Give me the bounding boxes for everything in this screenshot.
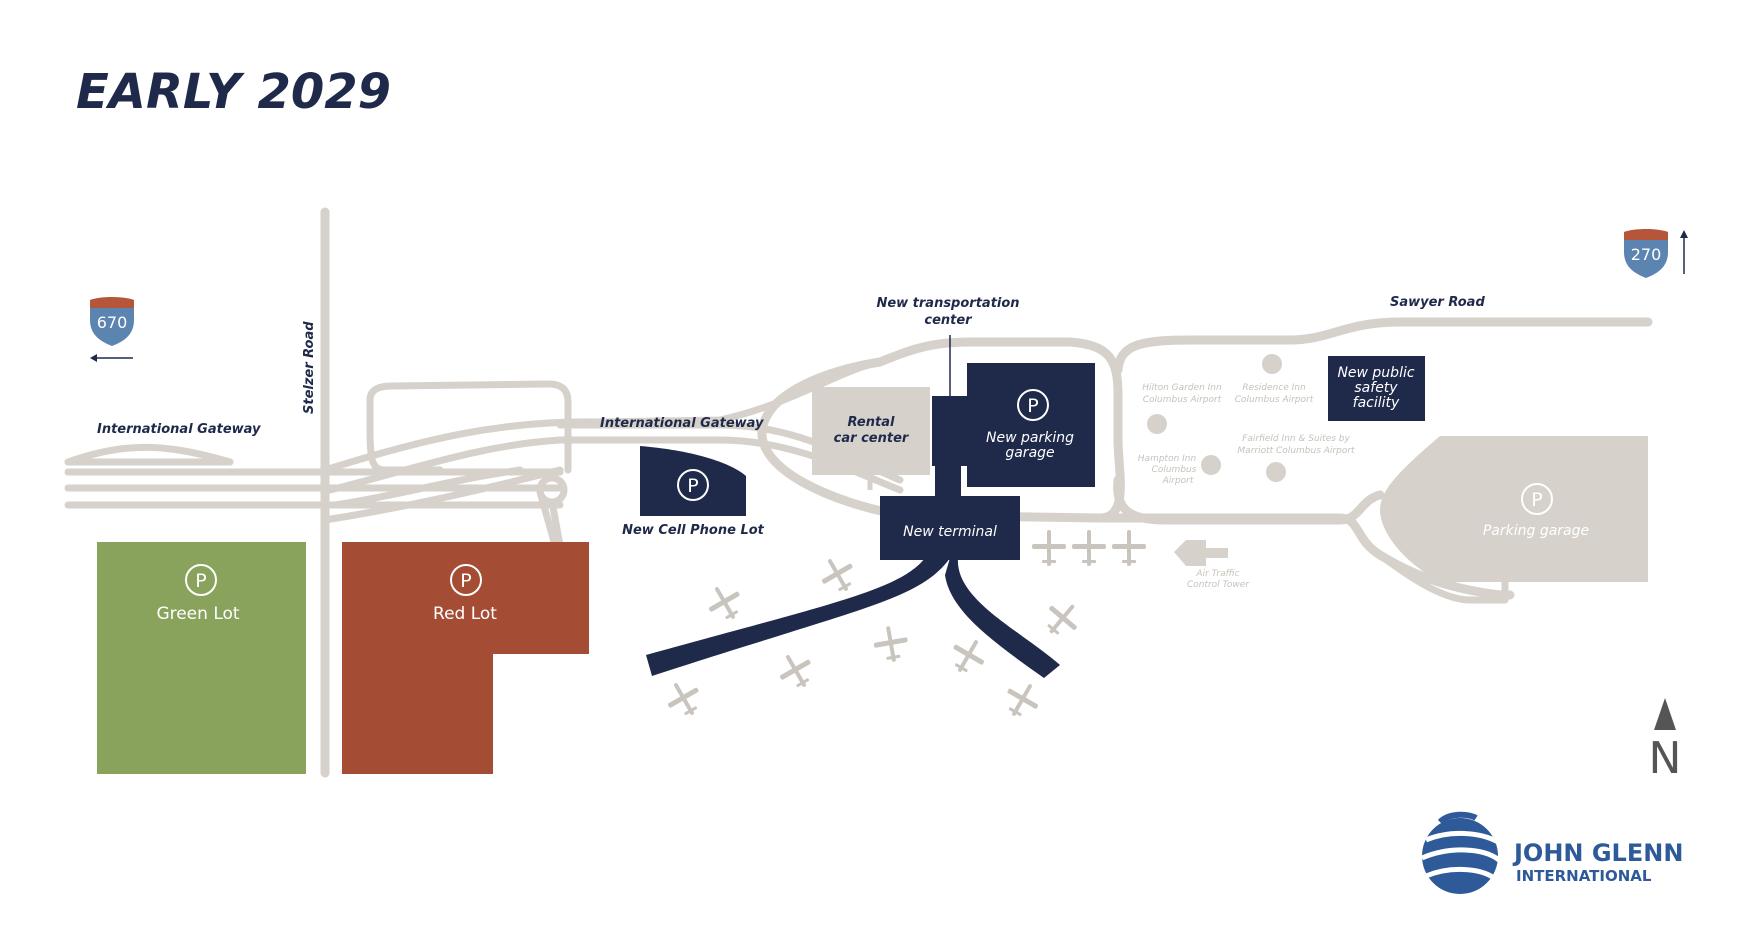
i670-number: 670 [97,313,128,332]
cell-phone-lot: P New Cell Phone Lot [622,446,765,538]
hampton-label-line2: Columbus [1152,465,1197,475]
airplane-icons [668,530,1146,717]
parking-icon: P [1027,395,1038,417]
international-gateway-mid-label: International Gateway [600,416,764,431]
i270-shield-icon: 270 [1624,229,1668,278]
transport-center-label-line1: New transportation [876,296,1019,311]
residence-label-line2: Columbus Airport [1235,395,1314,405]
green-lot-label: Green Lot [156,604,239,624]
rental-label-line2: car center [834,431,910,446]
safety-label-line2: safety [1354,380,1398,396]
red-lot: P Red Lot [342,542,589,774]
new-garage-label-line1: New parking [986,430,1074,446]
safety-label-line3: facility [1353,395,1400,411]
logo-line1: JOHN GLENN [1512,839,1683,867]
public-safety-facility: New public safety facility [1328,356,1425,421]
atc-label-line1: Air Traffic [1195,569,1239,579]
sawyer-road-label: Sawyer Road [1390,295,1485,310]
cell-phone-lot-label: New Cell Phone Lot [622,523,765,538]
east-parking-garage: P Parking garage [1380,436,1648,582]
parking-garage-label: Parking garage [1483,523,1589,539]
green-lot: P Green Lot [97,542,306,774]
hampton-label-line1: Hampton Inn [1138,454,1197,464]
control-tower-icon [1174,540,1228,566]
parking-icon: P [460,570,471,592]
west-arrow-icon [90,354,133,362]
stelzer-road-label: Stelzer Road [302,321,317,414]
i670-shield-icon: 670 [90,297,134,346]
page-title: EARLY 2029 [76,64,391,120]
north-label: N [1649,733,1682,784]
parking-icon: P [687,475,698,497]
john-glenn-logo-icon [1421,811,1501,894]
parking-icon: P [1531,489,1542,511]
terminal-complex [646,335,1095,678]
transport-center-label-line2: center [924,313,973,328]
north-arrow-icon: N [1649,698,1682,784]
international-gateway-west-label: International Gateway [97,422,261,437]
rental-label-line1: Rental [848,415,895,430]
i270-number: 270 [1631,245,1662,264]
hotel-markers [1147,354,1286,482]
residence-label-line1: Residence Inn [1242,383,1306,393]
road-network [64,207,1653,778]
logo-line2: INTERNATIONAL [1516,867,1652,885]
hilton-label-line2: Columbus Airport [1143,395,1222,405]
parking-icon: P [195,570,206,592]
fairfield-label-line1: Fairfield Inn & Suites by [1242,434,1350,444]
rental-car-center: Rental car center [812,387,930,490]
safety-label-line1: New public [1337,365,1414,381]
new-garage-label-line2: garage [1005,445,1054,461]
hampton-label-line3: Airport [1162,476,1194,486]
hilton-label-line1: Hilton Garden Inn [1142,383,1222,393]
new-terminal-label: New terminal [903,524,997,540]
fairfield-label-line2: Marriott Columbus Airport [1237,446,1355,456]
atc-label-line2: Control Tower [1187,580,1250,590]
north-arrow-small-icon [1680,230,1688,274]
red-lot-label: Red Lot [433,604,497,624]
